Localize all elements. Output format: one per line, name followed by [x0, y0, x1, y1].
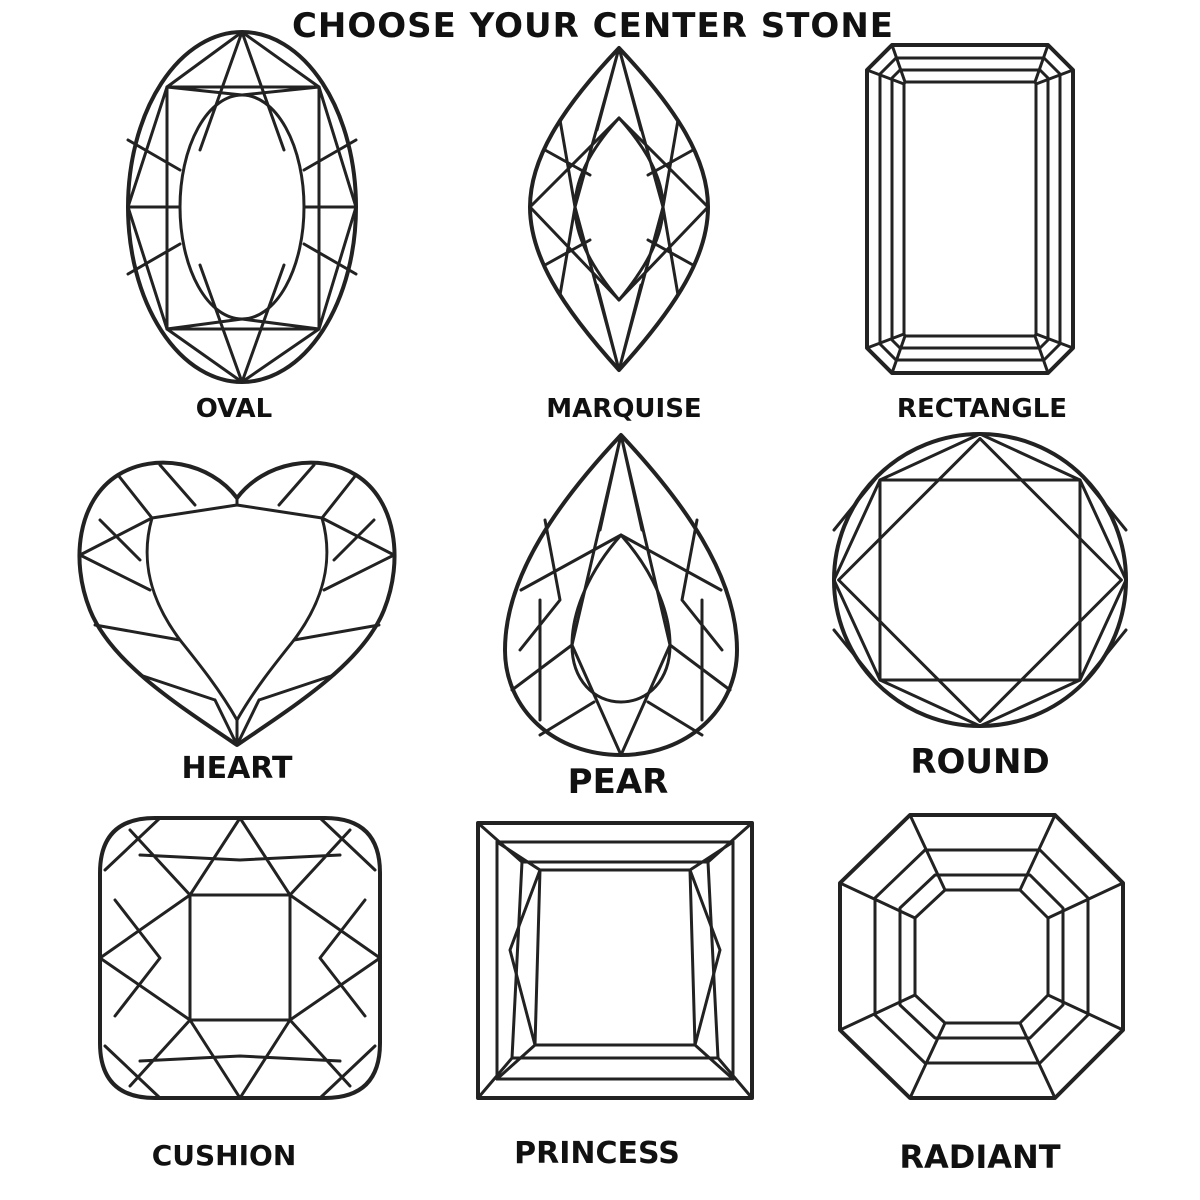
oval-gem-icon	[126, 30, 358, 384]
cushion-stone-option[interactable]: CUSHION	[98, 816, 382, 1172]
heart-gem-icon	[77, 460, 397, 747]
page-title: CHOOSE YOUR CENTER STONE	[291, 6, 895, 46]
round-label: ROUND	[910, 742, 1049, 782]
princess-stone-option[interactable]: PRINCESS	[476, 821, 754, 1171]
heart-stone-option[interactable]: HEART	[77, 460, 397, 786]
round-stone-option[interactable]: ROUND	[832, 432, 1128, 782]
pear-label: PEAR	[568, 762, 669, 802]
marquise-gem-icon	[528, 46, 710, 372]
princess-gem-icon	[476, 821, 754, 1100]
rectangle-stone-option[interactable]: RECTANGLE	[865, 43, 1075, 424]
heart-label: HEART	[181, 751, 293, 786]
cushion-label: CUSHION	[152, 1139, 297, 1172]
oval-label: OVAL	[196, 394, 272, 424]
oval-stone-option[interactable]: OVAL	[126, 30, 358, 424]
marquise-stone-option[interactable]: MARQUISE	[528, 46, 710, 424]
radiant-stone-option[interactable]: RADIANT	[838, 813, 1125, 1176]
pear-stone-option[interactable]: PEAR	[503, 433, 739, 802]
radiant-gem-icon	[838, 813, 1125, 1100]
marquise-label: MARQUISE	[546, 394, 701, 424]
radiant-label: RADIANT	[899, 1138, 1060, 1176]
rectangle-gem-icon	[865, 43, 1075, 375]
princess-label: PRINCESS	[514, 1136, 680, 1171]
pear-gem-icon	[503, 433, 739, 757]
rectangle-label: RECTANGLE	[897, 394, 1067, 424]
round-gem-icon	[832, 432, 1128, 728]
cushion-gem-icon	[98, 816, 382, 1100]
